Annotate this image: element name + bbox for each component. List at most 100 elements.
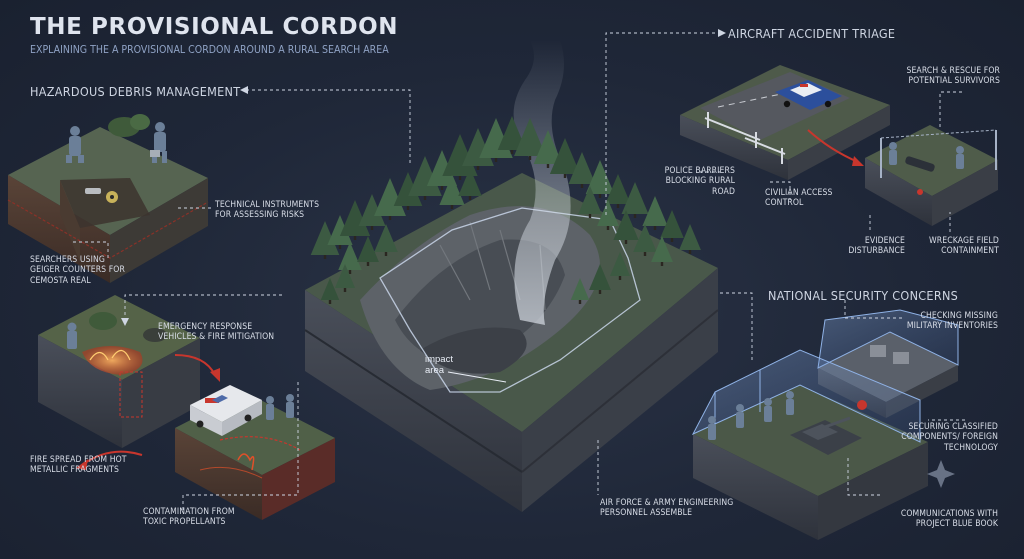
tree [338,242,362,270]
tree [621,182,649,214]
tree-trunk [353,236,357,240]
label-wreckage-containment: WRECKAGE FIELD CONTAINMENT [929,236,999,257]
tree-trunk [670,238,674,242]
tree-trunk [494,158,498,162]
tree-trunk [370,226,374,230]
tree-trunk [688,250,692,254]
tree [358,194,386,226]
tree [568,152,596,184]
geiger-block [7,114,209,283]
section-title-aircraft: AIRCRAFT ACCIDENT TRIAGE [728,26,896,41]
tree [393,172,423,206]
page-subtitle: EXPLAINING THE A PROVISIONAL CORDON AROU… [30,44,389,56]
tree-trunk [366,262,370,266]
tree [613,210,639,240]
response-arrowhead [210,368,220,382]
tree-trunk [406,206,410,210]
label-contamination: CONTAMINATION FROM TOXIC PROPELLANTS [143,507,235,528]
triage-figures [889,142,964,169]
tree-trunk [450,205,454,209]
central-forest [310,116,701,304]
tree-trunk [323,255,327,259]
section-title-national: NATIONAL SECURITY CONCERNS [768,288,959,303]
tree-trunk [580,184,584,188]
tree-trunk [384,252,388,256]
tree-trunk [388,216,392,220]
tree-trunk [598,194,602,198]
label-personnel-assemble: AIR FORCE & ARMY ENGINEERING PERSONNEL A… [600,498,734,519]
tree-trunk [643,252,647,256]
road-block [680,65,890,180]
tree [549,138,581,174]
section-title-hazardous: HAZARDOUS DEBRIS MANAGEMENT [30,84,241,99]
tree [439,175,465,205]
tree-trunk [660,262,664,266]
leader-arrowheads [121,29,726,326]
tree-trunk [458,176,462,180]
tree-trunk [476,166,480,170]
tree [320,278,340,300]
tree [642,196,668,226]
label-geiger-counters: SEARCHERS USING GEIGER COUNTERS FOR CEMO… [30,255,125,286]
tree-trunk [606,226,610,230]
tree [374,224,398,252]
tree-trunk [633,214,637,218]
page-title: THE PROVISIONAL CORDON [30,14,399,40]
tree [497,116,527,150]
security-figures [708,391,794,440]
tree [589,264,611,290]
wreckage-block [865,125,998,226]
searcher-figures [66,122,167,163]
tree [374,178,406,216]
tree-trunk [616,204,620,208]
tree [458,168,482,196]
label-project-blue-book: COMMUNICATIONS WITH PROJECT BLUE BOOK [900,509,998,530]
tree-trunk [653,226,657,230]
tank-block [691,349,928,540]
tree-trunk [598,290,602,294]
tree [514,118,546,156]
tree [339,200,371,236]
label-classified-components: SECURING CLASSIFIED COMPONENTS/ FOREIGN … [901,422,998,453]
label-military-inventories: CHECKING MISSING MILITARY INVENTORIES [906,311,998,332]
tree [597,200,619,226]
tree [533,130,563,164]
tree [570,278,590,300]
tree [633,224,657,252]
tree-trunk [563,174,567,178]
tree [585,160,615,194]
label-search-rescue: SEARCH & RESCUE FOR POTENTIAL SURVIVORS [906,66,1000,87]
tree [426,150,458,186]
tree-trunk [624,240,628,244]
impact-pointer [447,371,507,383]
tree-trunk [588,214,592,218]
tree-trunk [343,288,347,292]
tree [651,236,673,262]
civilian-arrowhead [852,156,864,166]
tree [679,224,701,250]
tree-trunk [338,245,342,249]
tree [578,186,602,214]
tree [660,210,684,238]
label-technical-instruments: TECHNICAL INSTRUMENTS FOR ASSESSING RISK… [215,200,320,221]
tree [605,174,631,204]
tree [357,236,379,262]
fire-block [38,295,200,448]
label-impact-area: impact area [425,354,453,376]
firefighter-figures [67,322,294,420]
tree-trunk [528,156,532,160]
tree [334,264,356,288]
tree-trunk [578,300,582,304]
label-emergency-response: EMERGENCY RESPONSE VEHICLES & FIRE MITIG… [158,322,275,343]
tree-trunk [328,300,332,304]
fire-spread-arrowhead [76,459,88,470]
tree-trunk [546,164,550,168]
tree [609,252,631,276]
tree-trunk [440,186,444,190]
label-police-barriers: POLICE BARRIERS BLOCKING RURAL ROAD [664,166,735,197]
leader-lines [72,32,965,512]
tree-trunk [348,270,352,274]
tree-trunk [423,196,427,200]
central-terrain-block [304,40,719,512]
